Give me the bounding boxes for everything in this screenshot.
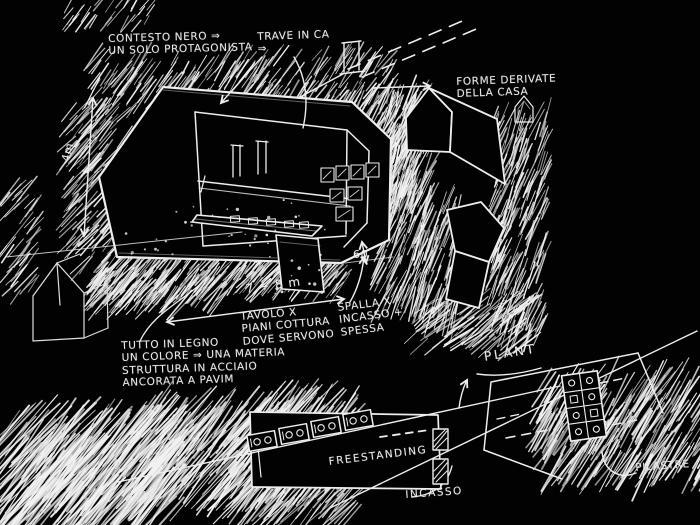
plant-underline [476,367,542,376]
note-materiali: TUTTO IN LEGNO UN COLORE ⇒ UNA MATERIA S… [121,336,286,390]
note-spalla: SPALLA X INCASSO + SPESSA [337,295,405,339]
leader-lines [139,56,637,498]
interior-sketch [191,111,380,293]
contesto-leader [219,56,263,105]
spalla-leader [349,255,368,303]
freestanding-plan [117,330,698,509]
small-house-icon [514,95,534,123]
trave-leader [293,56,307,129]
note-forme: FORME DERIVATE DELLA CASA [456,72,557,101]
derived-house-forms [405,87,534,309]
beam-sketch [299,20,477,98]
note-trave: TRAVE IN CA ⇒ [257,28,330,56]
forme-arrow [373,81,432,91]
long-diagonal [329,330,698,509]
plant-arrow [458,378,469,409]
dim-spalla-label: 60 [353,248,369,261]
materiali-leader [139,262,220,342]
dimension-lines [5,96,394,326]
wall-diagonal [117,385,561,483]
pilastre-plan [483,352,664,480]
speckle-dots [124,199,326,295]
pilastre-leader [601,451,637,476]
wireframe-house-sketch [32,253,109,342]
note-contesto: CONTESTO NERO ⇒ UN SOLO PROTAGONISTA [108,30,253,58]
